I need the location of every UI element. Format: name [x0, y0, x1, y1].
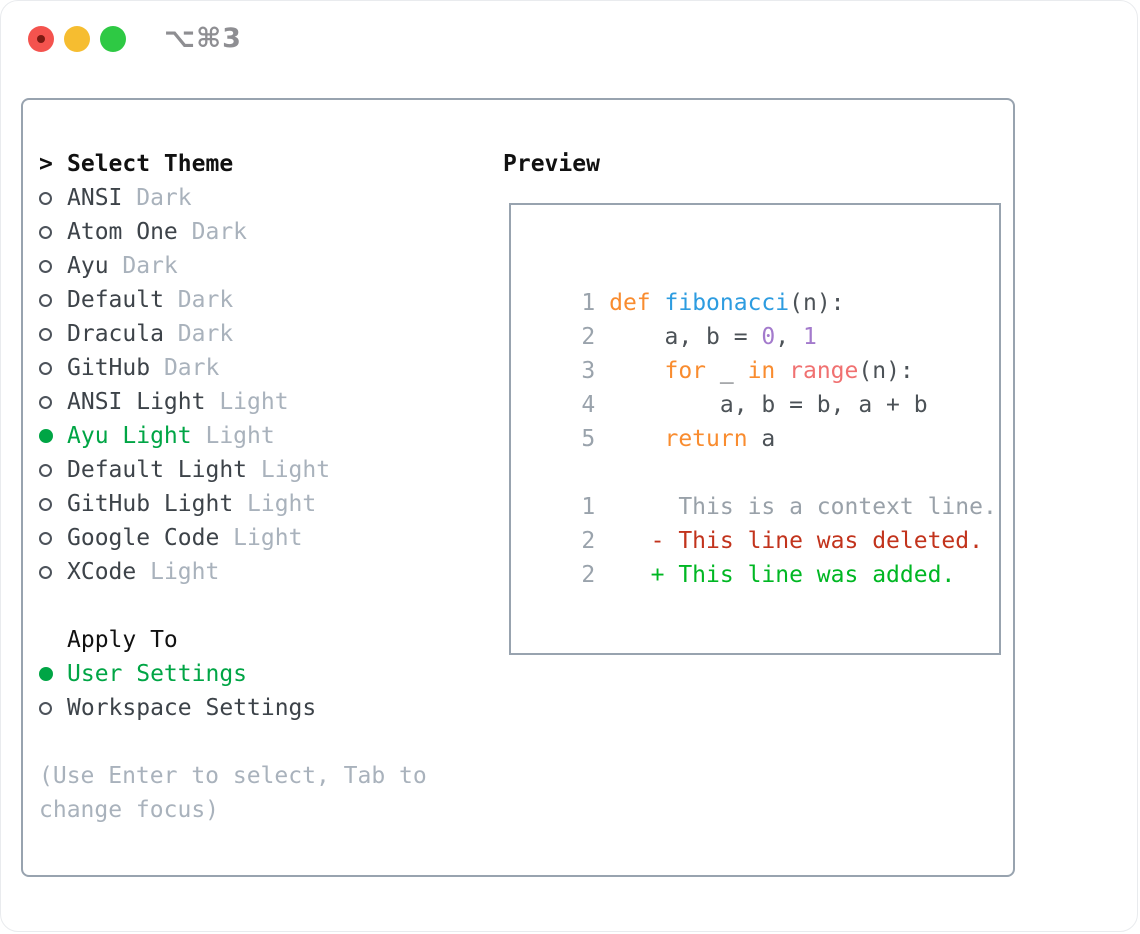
radio-icon: [39, 395, 67, 409]
select-theme-title: Select Theme: [67, 151, 234, 177]
theme-option[interactable]: Atom One Dark: [39, 215, 427, 249]
spacer: [39, 589, 427, 623]
theme-option[interactable]: Ayu Light Light: [39, 419, 427, 453]
radio-icon: [39, 429, 67, 443]
apply-to-options: User Settings Workspace Settings: [39, 657, 427, 725]
radio-icon: [39, 463, 67, 477]
radio-icon: [39, 361, 67, 375]
theme-options: ANSI Dark Atom One Dark Ayu Dark Default…: [39, 181, 427, 589]
close-button[interactable]: [28, 26, 54, 52]
theme-option[interactable]: Dracula Dark: [39, 317, 427, 351]
window-shortcut-label: ⌥⌘3: [164, 23, 242, 54]
line-number: 2: [581, 528, 610, 554]
code-line: 2 a, b = 0, 1: [526, 286, 999, 350]
code-line: 1 This is a context line.: [526, 456, 999, 520]
radio-icon: [39, 259, 67, 273]
radio-icon: [39, 497, 67, 511]
code-line: 5 return a: [526, 388, 999, 452]
theme-picker-list: > Select Theme ANSI Dark Atom One Dark A…: [39, 147, 427, 827]
radio-icon: [39, 225, 67, 239]
theme-option[interactable]: XCode Light: [39, 555, 427, 589]
preview-pane: 1 def fibonacci(n): 2 a, b = 0, 1 3 for …: [509, 203, 1001, 655]
apply-to-title: Apply To: [67, 627, 178, 653]
theme-option[interactable]: GitHub Light Light: [39, 487, 427, 521]
line-number: 4: [581, 392, 610, 418]
code-text: a, b = 0, 1: [609, 324, 817, 350]
theme-option[interactable]: Google Code Light: [39, 521, 427, 555]
line-number: 1: [581, 494, 610, 520]
line-number: 1: [581, 290, 610, 316]
zoom-button[interactable]: [100, 26, 126, 52]
help-text-line1: (Use Enter to select, Tab to: [39, 763, 427, 789]
line-number: 2: [581, 562, 610, 588]
code-text: return a: [664, 426, 776, 452]
code-line: 3 for _ in range(n):: [526, 320, 999, 384]
radio-icon: [39, 191, 67, 205]
code-text: This is a context line.: [609, 494, 997, 520]
radio-icon: [39, 701, 67, 715]
radio-icon: [39, 293, 67, 307]
spacer: [39, 725, 427, 759]
code-line: 2 + This line was added.: [526, 524, 999, 588]
code-text: for _ in range(n):: [664, 358, 914, 384]
code-line: 2 - This line was deleted.: [526, 490, 999, 554]
theme-option[interactable]: Default Light Light: [39, 453, 427, 487]
code-text: + This line was added.: [609, 562, 956, 588]
theme-option[interactable]: ANSI Light Light: [39, 385, 427, 419]
code-line: 4 a, b = b, a + b: [526, 354, 999, 418]
select-theme-title-row: > Select Theme: [39, 147, 427, 181]
preview-title: Preview: [503, 151, 600, 177]
theme-option[interactable]: GitHub Dark: [39, 351, 427, 385]
radio-icon: [39, 565, 67, 579]
code-text: a, b = b, a + b: [609, 392, 928, 418]
help-text-line2: change focus): [39, 797, 220, 823]
minimize-button[interactable]: [64, 26, 90, 52]
radio-icon: [39, 531, 67, 545]
apply-option[interactable]: Workspace Settings: [39, 691, 427, 725]
selection-caret-icon: >: [39, 151, 53, 177]
apply-to-title-row: Apply To: [39, 623, 427, 657]
code-text: def fibonacci(n):: [609, 290, 845, 316]
theme-option[interactable]: ANSI Dark: [39, 181, 427, 215]
line-number: 3: [581, 358, 610, 384]
apply-option[interactable]: User Settings: [39, 657, 427, 691]
code-line: 1 def fibonacci(n):: [526, 252, 999, 316]
line-number: 5: [581, 426, 610, 452]
code-text: - This line was deleted.: [609, 528, 983, 554]
radio-icon: [39, 327, 67, 341]
theme-option[interactable]: Default Dark: [39, 283, 427, 317]
theme-picker-dialog: > Select Theme ANSI Dark Atom One Dark A…: [21, 98, 1015, 877]
radio-icon: [39, 667, 67, 681]
theme-option[interactable]: Ayu Dark: [39, 249, 427, 283]
line-number: 2: [581, 324, 610, 350]
window-controls: [28, 26, 126, 52]
preview-code: 1 def fibonacci(n): 2 a, b = 0, 1 3 for …: [526, 252, 999, 588]
